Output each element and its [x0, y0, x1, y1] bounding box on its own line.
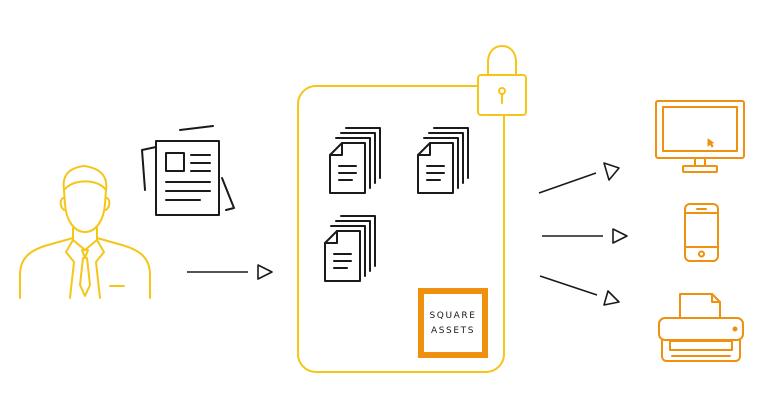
sheet-third [335, 137, 371, 189]
arrow-vault-to-printer [539, 275, 620, 306]
sheet-middle [340, 132, 376, 184]
sheet-middle [428, 132, 464, 184]
brand-line-2: ASSETS [431, 326, 475, 336]
document-stack-icon [324, 215, 376, 282]
brand-line-1: SQUARE [429, 311, 476, 321]
document-stack-icon [329, 127, 381, 194]
sheet-back [345, 127, 381, 179]
sheet-front [417, 142, 454, 194]
square-assets-logo: SQUARE ASSETS [418, 288, 488, 358]
businessman-icon [19, 165, 151, 299]
monitor-icon [655, 100, 745, 173]
padlock-icon [477, 45, 527, 116]
sheet-fold [324, 230, 338, 244]
arrow-user-to-vault [187, 264, 273, 280]
sheet-fold [417, 142, 431, 156]
sheet-front [324, 230, 361, 282]
sheet-fold [329, 142, 343, 156]
secure-vault [297, 85, 505, 373]
arrow-vault-to-mobile [542, 228, 628, 244]
printer-icon [658, 293, 744, 362]
sheet-back [433, 127, 469, 179]
newspaper-icon [141, 125, 235, 216]
sheet-back [340, 215, 376, 267]
document-stack-icon [417, 127, 469, 194]
arrow-vault-to-desktop [538, 162, 620, 194]
sheet-middle [335, 220, 371, 272]
sheet-third [423, 137, 459, 189]
sheet-front [329, 142, 366, 194]
sheet-third [330, 225, 366, 277]
smartphone-icon [684, 203, 719, 262]
